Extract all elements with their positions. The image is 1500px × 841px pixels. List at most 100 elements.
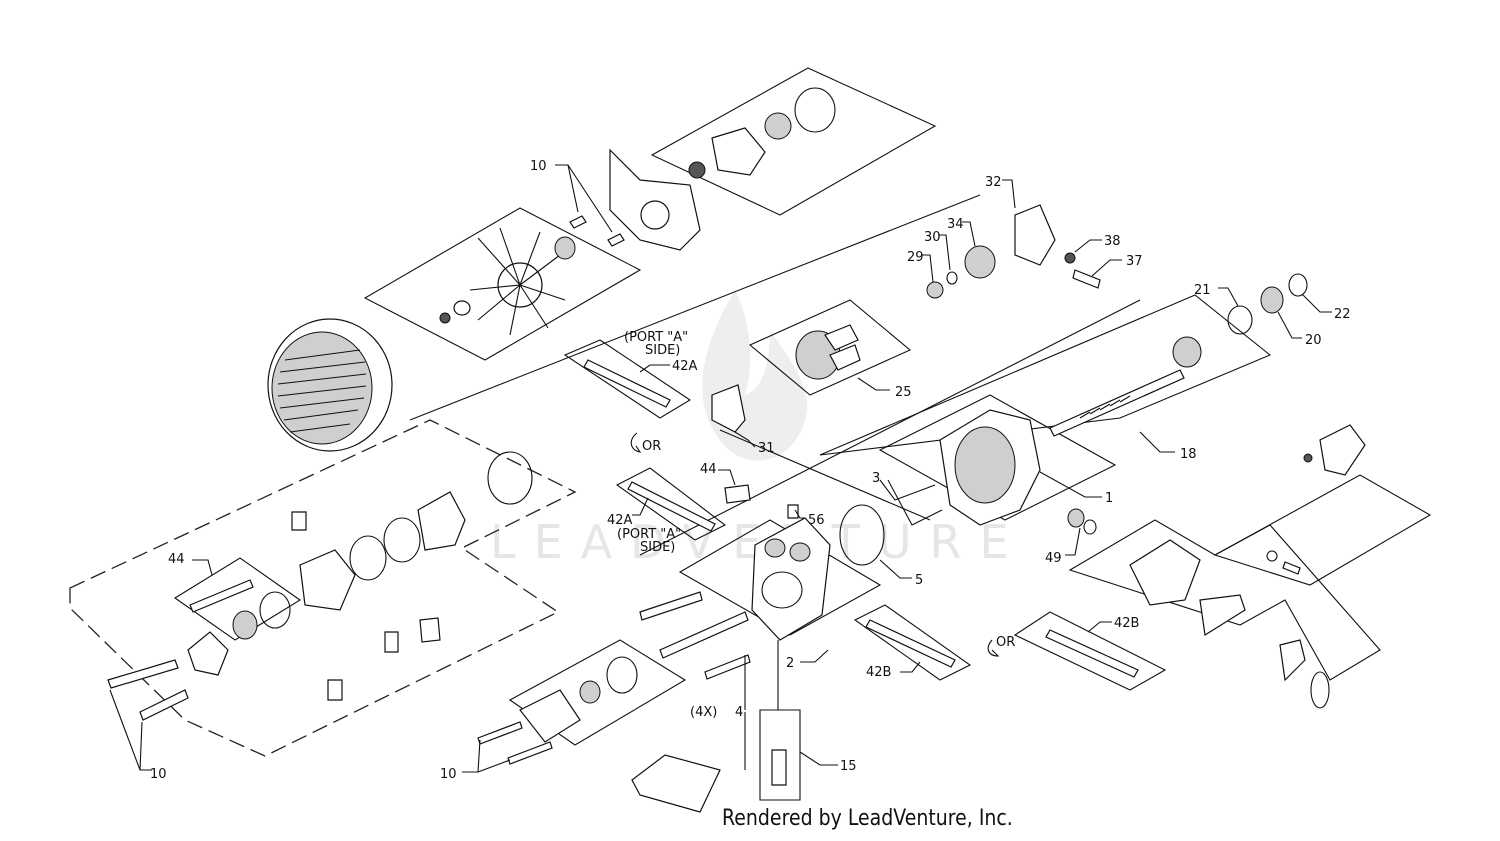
label-42b-right: 42B — [1114, 616, 1139, 631]
fitting-a — [291, 511, 307, 531]
label-25: 25 — [895, 385, 912, 400]
label-44-left: 44 — [168, 552, 185, 567]
cover-plate — [519, 689, 581, 743]
bolt-4-a — [639, 591, 703, 621]
valve-15-body — [771, 749, 787, 786]
leader-44-left — [192, 559, 213, 576]
label-32: 32 — [985, 175, 1002, 190]
block-group-outline — [678, 519, 882, 636]
leader-30 — [939, 234, 951, 271]
block-port-b — [789, 542, 811, 562]
bolt-3-left — [1303, 453, 1313, 463]
cylinder-group — [711, 204, 1101, 433]
mid-line-c — [719, 429, 931, 521]
cap-56 — [787, 504, 799, 519]
gear-top — [764, 112, 792, 140]
shaft-bearing — [1172, 336, 1202, 368]
o-ring-21 — [1227, 305, 1253, 335]
ring-30 — [946, 271, 958, 285]
left-pump-parts — [107, 451, 533, 721]
right-lever-outline — [1068, 519, 1381, 681]
leader-34 — [962, 221, 976, 247]
leader-10a — [555, 164, 613, 233]
fitting-c — [384, 631, 399, 653]
thrust-plate-31 — [711, 384, 746, 433]
bolt-10b — [607, 233, 625, 247]
leader-22 — [1301, 293, 1332, 313]
top-bearing-group-outline — [650, 67, 937, 216]
credit-line: Rendered by LeadVenture, Inc. — [722, 806, 1013, 831]
label-56: 56 — [808, 513, 825, 528]
leader-bracket-line — [744, 640, 779, 770]
o-ring-top — [794, 87, 836, 133]
o-ring-left-3 — [487, 451, 533, 505]
lever-plate — [1129, 539, 1201, 606]
valve-spools — [189, 359, 1139, 678]
left-o-ring — [259, 591, 291, 629]
bolt-10-left-b — [139, 689, 189, 721]
washer-49 — [1083, 519, 1097, 535]
label-44-mid: 44 — [700, 462, 717, 477]
watermark-flame-logo — [702, 290, 808, 461]
cooling-fan — [439, 227, 566, 336]
label-10-top: 10 — [530, 159, 547, 174]
bearing-top — [554, 236, 576, 260]
bolt-4-c — [704, 654, 751, 680]
shaft-18 — [1049, 369, 1185, 437]
or-arrow-right — [987, 639, 1000, 657]
label-38: 38 — [1104, 234, 1121, 249]
housing-bore — [954, 426, 1016, 504]
leader-49 — [1065, 527, 1081, 556]
cylinder-block-outline — [748, 299, 912, 396]
left-seal — [232, 610, 258, 640]
fitting-b — [327, 679, 343, 701]
label-3: 3 — [872, 471, 880, 486]
valve-42a-mid-outline — [615, 467, 727, 541]
leader-56 — [794, 509, 805, 519]
mid-line-a — [409, 194, 981, 421]
lever-bolt — [1282, 561, 1301, 575]
o-ring-left-2 — [383, 517, 421, 563]
spring — [1310, 671, 1330, 709]
leader-10-bottom — [462, 739, 511, 773]
valve-44-mid — [724, 484, 751, 504]
cover-o-ring — [606, 656, 638, 694]
bracket-hole — [640, 200, 670, 230]
label-port-a-mid-1: (PORT "A" — [617, 527, 681, 542]
callout-labels: 10 32 34 30 29 38 37 21 22 20 (PORT "A" … — [150, 159, 1351, 782]
label-port-a-mid-2: SIDE) — [640, 540, 675, 555]
leader-3 — [879, 479, 943, 526]
leader-2 — [800, 649, 829, 663]
charge-pump-housing — [299, 549, 356, 611]
leader-38 — [1074, 239, 1102, 253]
right-bracket — [1319, 424, 1366, 476]
leader-21 — [1218, 287, 1239, 307]
leader-5 — [879, 559, 912, 579]
valve-42b-right-outline — [1013, 611, 1167, 691]
label-30: 30 — [924, 230, 941, 245]
gerotor-cover — [417, 491, 466, 551]
label-42b-mid: 42B — [866, 665, 891, 680]
top-bearing-parts — [554, 87, 836, 260]
label-15: 15 — [840, 759, 857, 774]
washer-38 — [1064, 252, 1076, 264]
valve-44-outline — [173, 557, 302, 641]
cover-gear — [579, 680, 601, 704]
cylinder-pistons — [824, 324, 861, 371]
leader-42a-mid — [632, 497, 649, 516]
valve-42a-top-spool — [583, 359, 671, 408]
group-outlines — [69, 67, 1432, 801]
main-housing — [939, 409, 1097, 535]
bolt-10-bottom-a — [477, 721, 523, 745]
bracket-bottom — [631, 754, 721, 813]
o-ring-left-1 — [349, 535, 387, 581]
label-10-left: 10 — [150, 767, 167, 782]
cover-plate-group — [477, 656, 638, 765]
right-plate-outline — [1213, 474, 1432, 586]
bolt-10a — [569, 215, 587, 229]
seal-top — [688, 161, 706, 179]
label-or-left: OR — [642, 439, 661, 454]
label-1: 1 — [1105, 491, 1113, 506]
label-31: 31 — [758, 441, 775, 456]
leader-29 — [922, 254, 934, 283]
